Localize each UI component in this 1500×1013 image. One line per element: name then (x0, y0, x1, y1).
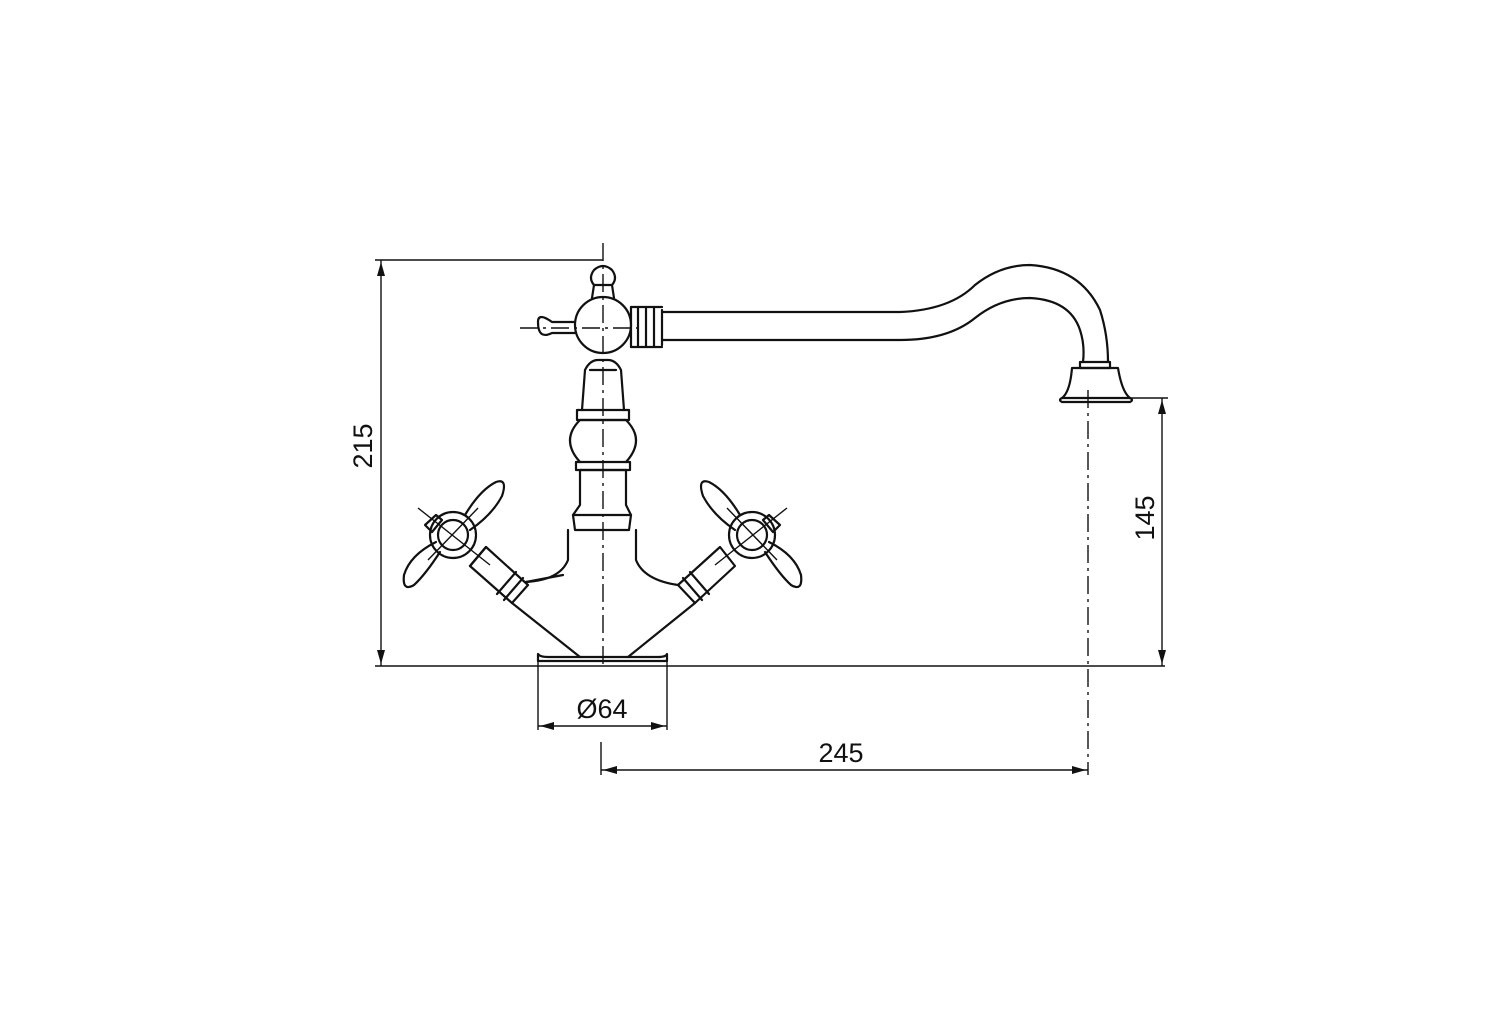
spout-reach-label: 245 (818, 738, 863, 768)
spout-height-label: 145 (1130, 495, 1160, 540)
dimension-base-diameter: Ø64 (537, 661, 668, 730)
faucet-outline (468, 263, 1134, 663)
right-handle (699, 480, 803, 589)
dimension-overall-height: 215 (348, 259, 1165, 667)
overall-height-label: 215 (348, 423, 378, 468)
left-handle (402, 480, 506, 589)
base-diameter-label: Ø64 (576, 694, 627, 724)
centre-lines (520, 243, 1089, 775)
dimension-spout-reach: 245 (600, 738, 1088, 775)
dimension-spout-height: 145 (1095, 397, 1168, 666)
